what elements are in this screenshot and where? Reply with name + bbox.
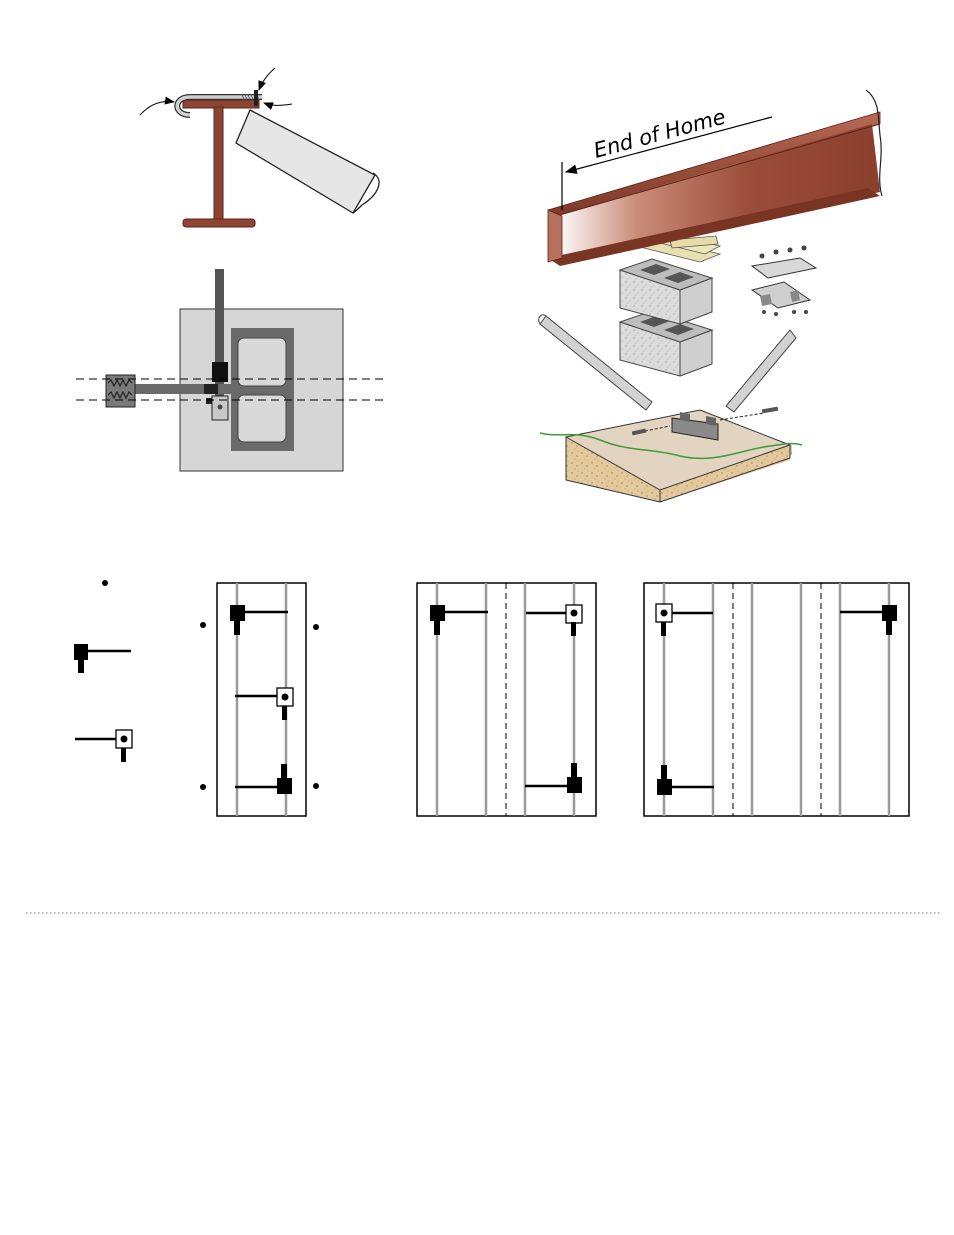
bracket-hardware bbox=[752, 246, 816, 317]
longitudinal-device-icon bbox=[74, 644, 131, 673]
footing-pad bbox=[540, 410, 802, 502]
plan-view-figure bbox=[76, 269, 383, 471]
ground-anchor bbox=[200, 784, 206, 790]
ground-anchor-icon bbox=[102, 580, 108, 586]
clamp-detail-figure bbox=[140, 68, 379, 227]
threaded-anchor-head bbox=[106, 375, 135, 407]
ground-anchor bbox=[313, 624, 319, 630]
ground-anchor bbox=[200, 622, 206, 628]
brace-right bbox=[726, 330, 796, 412]
strap bbox=[236, 110, 379, 213]
legend bbox=[74, 580, 132, 762]
layout-single-section bbox=[200, 583, 319, 816]
cmu-block-plan bbox=[231, 328, 294, 451]
cmu-block-upper bbox=[620, 259, 712, 324]
pier-exploded-figure: End of Home bbox=[539, 90, 882, 502]
layout-double-section bbox=[417, 583, 596, 816]
layout-triple-section bbox=[644, 583, 909, 816]
stabilizer-plate-icon bbox=[75, 730, 132, 762]
ground-anchor bbox=[313, 783, 319, 789]
